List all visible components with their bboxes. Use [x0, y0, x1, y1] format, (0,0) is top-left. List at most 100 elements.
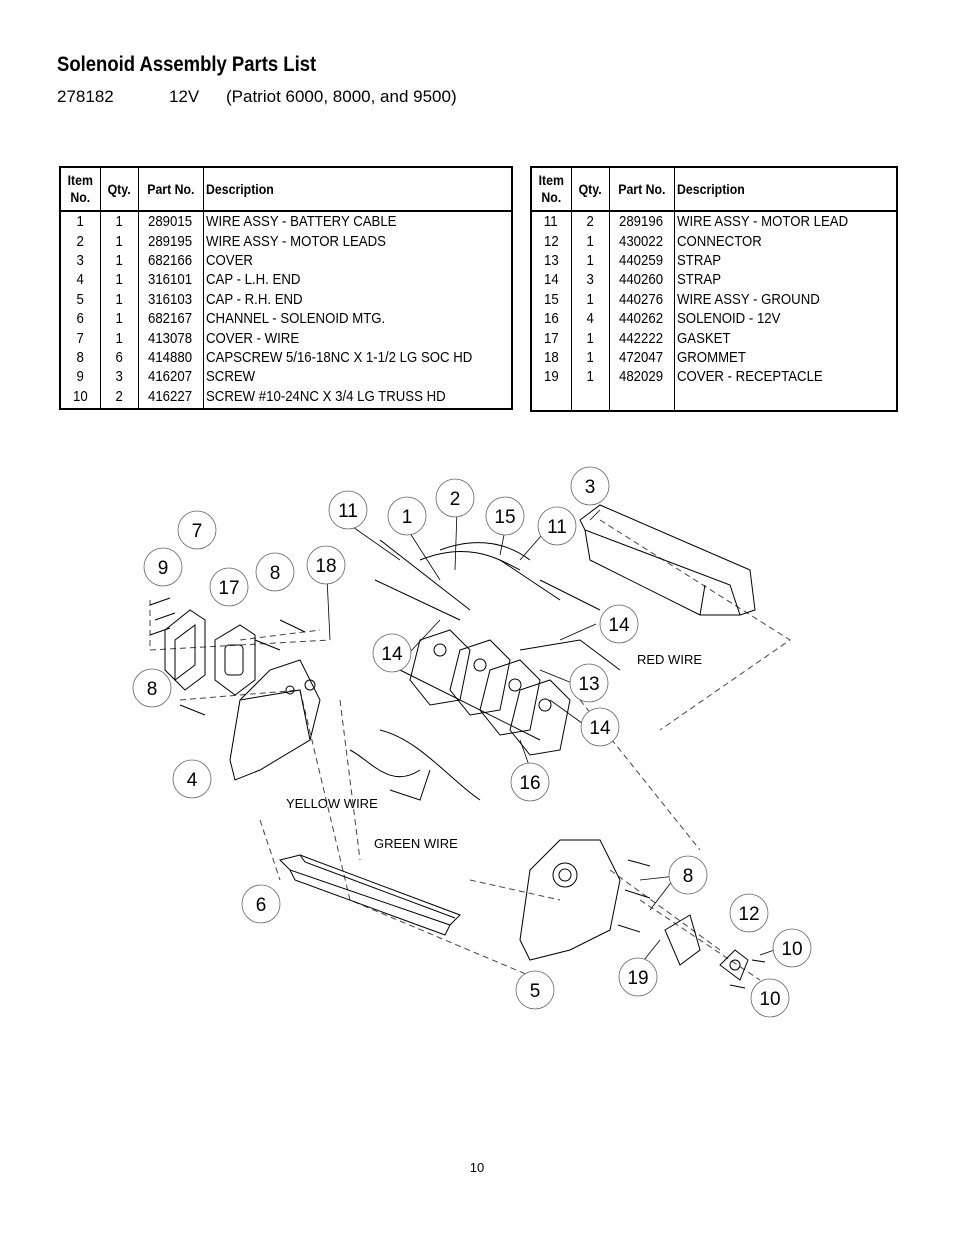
header-part-no: Part No.: [137, 166, 204, 212]
callout-8: 8: [132, 668, 172, 708]
callout-number: 10: [759, 989, 780, 1010]
callout-number: 3: [585, 477, 596, 498]
callout-circle: [750, 978, 790, 1018]
model-note: (Patriot 6000, 8000, and 9500): [226, 87, 457, 106]
callout-circle: [569, 663, 609, 703]
callout-10: 10: [750, 978, 790, 1018]
callout-circle: [537, 506, 577, 546]
description-cell: CHANNEL - SOLENOID MTG.: [202, 308, 513, 329]
screws: [149, 597, 766, 989]
callout-circle: [580, 707, 620, 747]
callout-circle: [132, 668, 172, 708]
part-no-cell: 289195: [137, 231, 204, 251]
green-wire-label: GREEN WIRE: [374, 836, 458, 851]
callout-number: 11: [338, 501, 358, 522]
callout-number: 12: [738, 904, 759, 925]
description-cell: GASKET: [673, 328, 898, 348]
description-cell: STRAP: [673, 250, 898, 271]
item-no-cell: 16: [530, 308, 572, 329]
item-no-cell: 15: [530, 289, 572, 309]
table-row-empty: [530, 388, 898, 411]
description-cell: CAPSCREW 5/16-18NC X 1-1/2 LG SOC HD: [202, 347, 513, 368]
model-part-number: 278182: [57, 87, 114, 106]
callout-number: 19: [627, 968, 648, 989]
part-no-cell: 316103: [137, 289, 204, 309]
description-cell: CAP - R.H. END: [202, 289, 513, 309]
description-cell: SOLENOID - 12V: [673, 308, 898, 329]
callout-12: 12: [729, 893, 769, 933]
callout-circle: [599, 604, 639, 644]
callout-2: 2: [435, 478, 475, 518]
connector-part: [719, 949, 749, 981]
wire-cover-part: [164, 609, 206, 691]
callout-5: 5: [515, 970, 555, 1010]
callout-14: 14: [372, 633, 412, 673]
header-description: Description: [202, 166, 513, 212]
callout-number: 7: [192, 521, 203, 542]
part-no-cell: 440259: [608, 250, 675, 271]
part-no-cell: 440260: [608, 270, 675, 290]
callout-number: 4: [187, 770, 198, 791]
callout-number: 9: [158, 558, 169, 579]
part-no-cell: 416207: [137, 367, 204, 387]
callout-7: 7: [177, 510, 217, 550]
page-number: 10: [469, 1160, 485, 1175]
callout-19: 19: [618, 957, 658, 997]
description-cell: SCREW #10-24NC X 3/4 LG TRUSS HD: [202, 386, 513, 409]
callout-circle: [668, 855, 708, 895]
callout-3: 3: [570, 466, 610, 506]
description-cell: COVER: [202, 250, 513, 271]
header-item-no: Item No.: [59, 166, 101, 212]
item-no-cell: 18: [530, 347, 572, 368]
description-cell: WIRE ASSY - MOTOR LEAD: [673, 211, 898, 232]
callout-number: 10: [781, 939, 802, 960]
part-no-cell: 316101: [137, 270, 204, 290]
part-no-cell: 440262: [608, 308, 675, 329]
description-cell: CAP - L.H. END: [202, 270, 513, 290]
item-no-cell: 17: [530, 328, 572, 348]
callout-10: 10: [772, 928, 812, 968]
part-no-cell: 482029: [608, 367, 675, 389]
callout-number: 8: [147, 679, 158, 700]
description-cell: WIRE ASSY - BATTERY CABLE: [202, 211, 513, 232]
callout-circle: [372, 633, 412, 673]
description-cell: WIRE ASSY - MOTOR LEADS: [202, 231, 513, 251]
callout-circle: [172, 759, 212, 799]
wires: [349, 539, 621, 801]
callout-circle: [177, 510, 217, 550]
callout-circle: [306, 545, 346, 585]
callout-number: 15: [494, 507, 515, 528]
cover-part: [579, 504, 756, 616]
callout-number: 13: [578, 674, 599, 695]
callout-circle: [772, 928, 812, 968]
callout-14: 14: [580, 707, 620, 747]
item-no-cell: 14: [530, 270, 572, 290]
callout-number: 14: [381, 644, 403, 665]
callout-number: 5: [530, 981, 541, 1002]
item-no-cell: 12: [530, 231, 572, 251]
callout-circle: [143, 547, 183, 587]
yellow-wire-label: YELLOW WIRE: [286, 796, 378, 811]
callout-16: 16: [510, 762, 550, 802]
callout-circle: [510, 762, 550, 802]
callout-number: 14: [589, 718, 611, 739]
callout-15: 15: [485, 496, 525, 536]
callout-number: 6: [256, 895, 267, 916]
callout-number: 16: [519, 773, 540, 794]
empty-cell: [673, 388, 898, 411]
receptacle-cover-part: [664, 914, 701, 966]
